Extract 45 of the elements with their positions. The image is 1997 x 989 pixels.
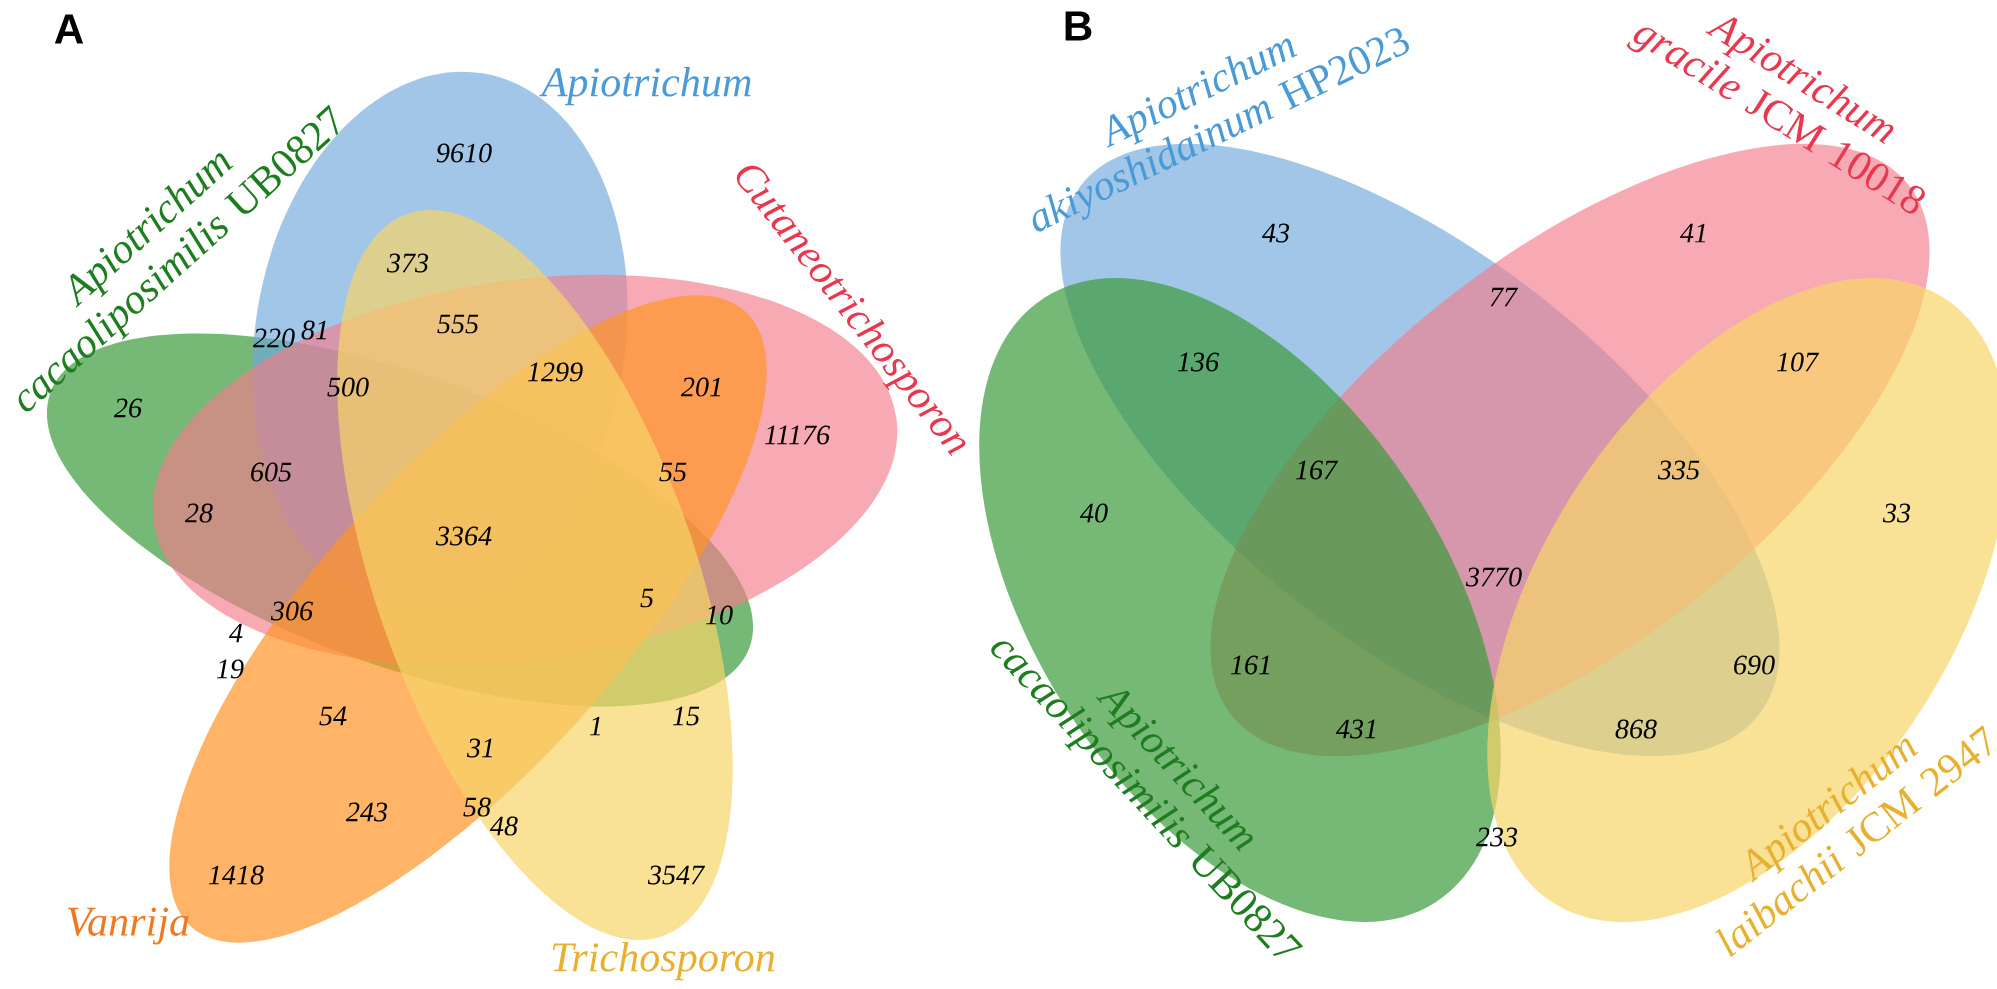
count-label: 19: [216, 659, 244, 679]
count-label: 868: [1615, 719, 1657, 739]
count-label: 167: [1295, 460, 1339, 480]
set-label: Trichosporon: [552, 941, 775, 981]
count-label: 500: [327, 377, 369, 397]
count-label: 15: [672, 706, 700, 726]
count-label: 5: [640, 588, 654, 608]
count-label: 28: [184, 503, 213, 523]
count-label: 1: [590, 716, 600, 736]
panel-letter: A: [54, 14, 84, 44]
count-label: 4: [229, 623, 243, 643]
count-label: 77: [1490, 287, 1518, 307]
count-label: 33: [1882, 503, 1911, 523]
count-label: 31: [466, 738, 493, 758]
count-label: 220: [252, 328, 295, 348]
count-label: 201: [680, 377, 721, 397]
count-label: 306: [270, 601, 313, 621]
count-label: 10: [705, 605, 733, 625]
count-label: 3364: [435, 526, 492, 546]
count-label: 233: [1475, 827, 1518, 847]
count-label: 58: [463, 797, 491, 817]
count-label: 243: [345, 802, 388, 822]
count-label: 136: [1177, 352, 1219, 372]
set-label: Vanrija: [68, 907, 189, 945]
count-label: 54: [319, 706, 347, 726]
count-label: 40: [1080, 503, 1108, 523]
count-label: 3547: [647, 865, 706, 885]
count-label: 48: [490, 816, 518, 836]
count-label: 605: [251, 462, 292, 482]
count-label: 555: [437, 314, 479, 334]
count-label: 3770: [1465, 567, 1522, 587]
count-label: 107: [1776, 352, 1820, 372]
count-label: 431: [1336, 719, 1376, 739]
count-label: 55: [659, 462, 687, 482]
set-label: Apiotrichum: [539, 66, 751, 106]
count-label: 1418: [208, 865, 264, 885]
count-label: 81: [301, 320, 327, 340]
count-label: 161: [1230, 655, 1270, 675]
count-label: 41: [1680, 223, 1706, 243]
count-label: 690: [1734, 655, 1775, 675]
count-label: 9610: [436, 143, 492, 163]
count-label: 335: [1657, 460, 1700, 480]
count-label: 373: [386, 253, 429, 273]
count-label: 1299: [527, 362, 583, 382]
panel-letter: B: [1065, 11, 1092, 41]
